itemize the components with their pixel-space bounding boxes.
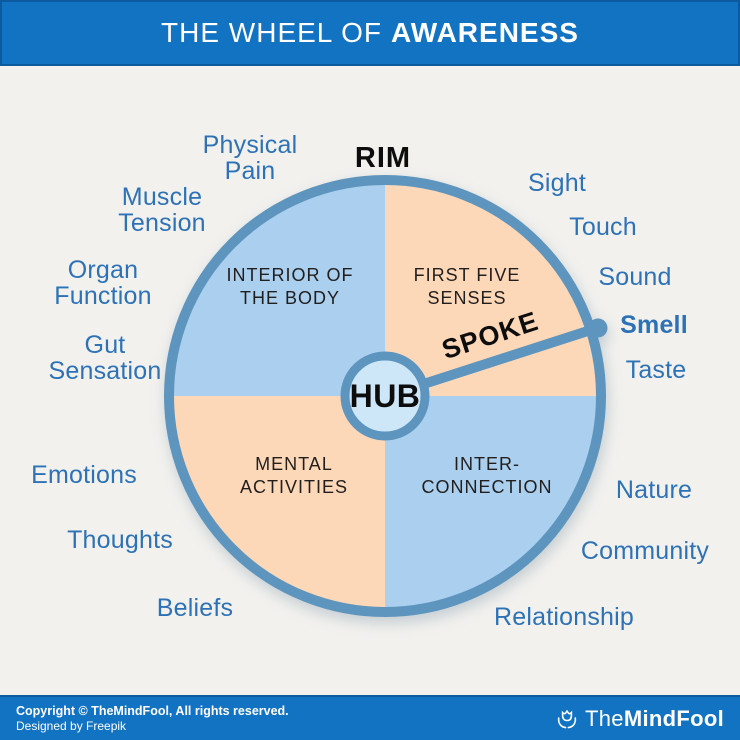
copyright-text: Copyright © TheMindFool, All rights rese…	[16, 703, 289, 718]
title-prefix: THE WHEEL OF	[161, 17, 383, 48]
footer-credits: Copyright © TheMindFool, All rights rese…	[16, 704, 289, 734]
wheel-diagram: HUB SPOKE	[164, 175, 608, 617]
item-label-gut-sensation: Gut Sensation	[48, 331, 162, 385]
item-label-muscle-tension: Muscle Tension	[118, 183, 206, 237]
item-label-organ-function: Organ Function	[54, 256, 152, 310]
brand-emphasis: MindFool	[623, 705, 724, 731]
brand-name: TheMindFool	[585, 706, 724, 732]
item-label-physical-pain: Physical Pain	[202, 131, 298, 185]
footer-bar: Copyright © TheMindFool, All rights rese…	[0, 695, 740, 740]
rim-circle	[164, 175, 606, 617]
item-label-smell: Smell	[620, 311, 688, 339]
page-title: THE WHEEL OF AWARENESS	[161, 17, 579, 49]
brand-logo: TheMindFool	[555, 706, 724, 732]
diagram-area: HUB SPOKE RIM INTERIOR OF THE BODY FIRST…	[0, 66, 740, 695]
quadrant-label-mental-activities: MENTAL ACTIVITIES	[239, 454, 349, 497]
spoke-line	[397, 323, 602, 396]
item-label-beliefs: Beliefs	[156, 594, 234, 622]
item-label-emotions: Emotions	[31, 461, 137, 489]
item-label-relationship: Relationship	[494, 603, 634, 631]
quadrant-interconnection	[385, 396, 601, 612]
item-label-touch: Touch	[569, 213, 637, 241]
designed-by-text: Designed by Freepik	[16, 718, 127, 733]
hub-label: HUB	[350, 378, 421, 414]
header-bar: THE WHEEL OF AWARENESS	[0, 0, 740, 66]
item-label-taste: Taste	[625, 356, 687, 384]
item-label-sight: Sight	[528, 169, 586, 197]
item-label-sound: Sound	[598, 263, 672, 291]
title-emphasis: AWARENESS	[391, 17, 579, 48]
quadrant-label-interconnection: INTER- CONNECTION	[421, 454, 553, 497]
item-label-thoughts: Thoughts	[67, 526, 173, 554]
item-label-community: Community	[580, 537, 710, 565]
rim-label: RIM	[354, 142, 412, 174]
tulip-logo-icon	[557, 709, 577, 728]
quadrant-label-first-five-senses: FIRST FIVE SENSES	[413, 265, 521, 308]
brand-prefix: The	[585, 705, 624, 731]
quadrant-mental-activities	[169, 396, 385, 612]
quadrant-label-interior-of-the-body: INTERIOR OF THE BODY	[226, 265, 354, 308]
quadrant-interior-of-the-body	[169, 180, 385, 396]
spoke-end-dot	[588, 318, 608, 338]
item-label-nature: Nature	[615, 476, 693, 504]
hub-circle	[340, 351, 430, 441]
